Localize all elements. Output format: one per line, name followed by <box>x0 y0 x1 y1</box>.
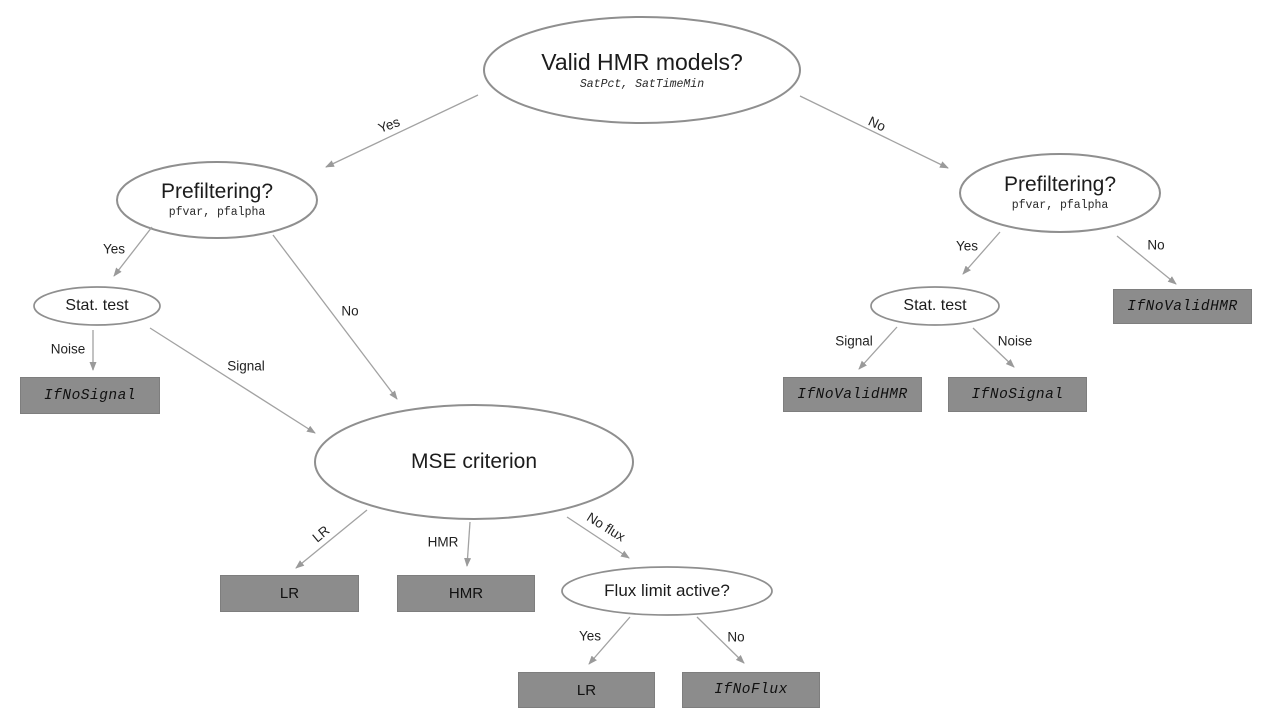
node-stat-test-left: Stat. test <box>34 287 160 325</box>
edge-mse-noflux <box>566 516 630 559</box>
node-prefiltering-right: Prefiltering? pfvar, pfalpha <box>960 154 1160 232</box>
edge-prefl-yes <box>113 226 153 277</box>
edge-label-signal-left: Signal <box>227 358 265 374</box>
edge-label-yes-right-pref: Yes <box>955 238 979 254</box>
edge-stat-left-signal <box>149 327 316 434</box>
node-title: Valid HMR models? <box>541 49 743 76</box>
node-title: Flux limit active? <box>604 581 730 601</box>
edge-mse-hmr <box>464 521 472 567</box>
edge-label-no-flux-right: No <box>727 629 745 645</box>
ellipse-valid-hmr <box>483 16 801 124</box>
box-lr-bottom: LR <box>518 672 655 708</box>
ellipse-stat-test-left <box>33 286 161 326</box>
edge-mse-lr <box>295 509 368 569</box>
node-prefiltering-left: Prefiltering? pfvar, pfalpha <box>117 162 317 238</box>
node-title: Prefiltering? <box>160 180 274 204</box>
edge-stat-right-signal <box>858 326 898 370</box>
box-hmr-mid: HMR <box>397 575 535 612</box>
edge-prefr-yes <box>962 231 1001 275</box>
node-subtitle: pfvar, pfalpha <box>168 206 266 220</box>
ellipse-stat-test-right <box>870 286 1000 326</box>
edge-flux-yes <box>588 616 631 665</box>
edge-prefl-no <box>272 234 398 400</box>
edge-valid-hmr-yes <box>325 94 479 168</box>
node-title: Stat. test <box>903 296 967 314</box>
ellipse-flux-limit <box>561 566 773 616</box>
node-subtitle: pfvar, pfalpha <box>1011 199 1109 213</box>
edge-label-noise-left: Noise <box>50 341 86 357</box>
ellipse-prefiltering-right <box>959 153 1161 233</box>
box-lr-mid: LR <box>220 575 359 612</box>
node-title: MSE criterion <box>410 449 538 473</box>
edge-prefr-no <box>1116 235 1177 285</box>
node-flux-limit-active: Flux limit active? <box>562 567 772 615</box>
box-if-no-signal-right: IfNoSignal <box>948 377 1087 412</box>
ellipse-prefiltering-left <box>116 161 318 239</box>
edge-label-signal-right: Signal <box>835 333 873 349</box>
edge-label-no-left-pref: No <box>341 303 359 319</box>
node-title: Stat. test <box>65 296 129 314</box>
edge-valid-hmr-no <box>799 95 949 169</box>
edge-label-yes-flux: Yes <box>578 628 602 644</box>
edge-label-yes-left-pref: Yes <box>102 241 126 257</box>
node-stat-test-right: Stat. test <box>871 287 999 325</box>
edge-stat-right-noise <box>972 327 1015 368</box>
box-if-no-valid-hmr-bottom: IfNoValidHMR <box>783 377 922 412</box>
edge-label-noise-right: Noise <box>997 333 1033 349</box>
node-mse-criterion: MSE criterion <box>315 405 633 519</box>
edge-flux-no <box>696 616 745 664</box>
node-valid-hmr-models: Valid HMR models? SatPct, SatTimeMin <box>484 17 800 123</box>
edge-label-hmr: HMR <box>427 534 459 550</box>
box-if-no-flux: IfNoFlux <box>682 672 820 708</box>
box-if-no-signal-left: IfNoSignal <box>20 377 160 414</box>
node-subtitle: SatPct, SatTimeMin <box>579 77 705 91</box>
edge-label-no-right-pref: No <box>1147 237 1165 253</box>
box-if-no-valid-hmr-right: IfNoValidHMR <box>1113 289 1252 324</box>
node-title: Prefiltering? <box>1003 173 1117 197</box>
ellipse-mse-criterion <box>314 404 634 520</box>
